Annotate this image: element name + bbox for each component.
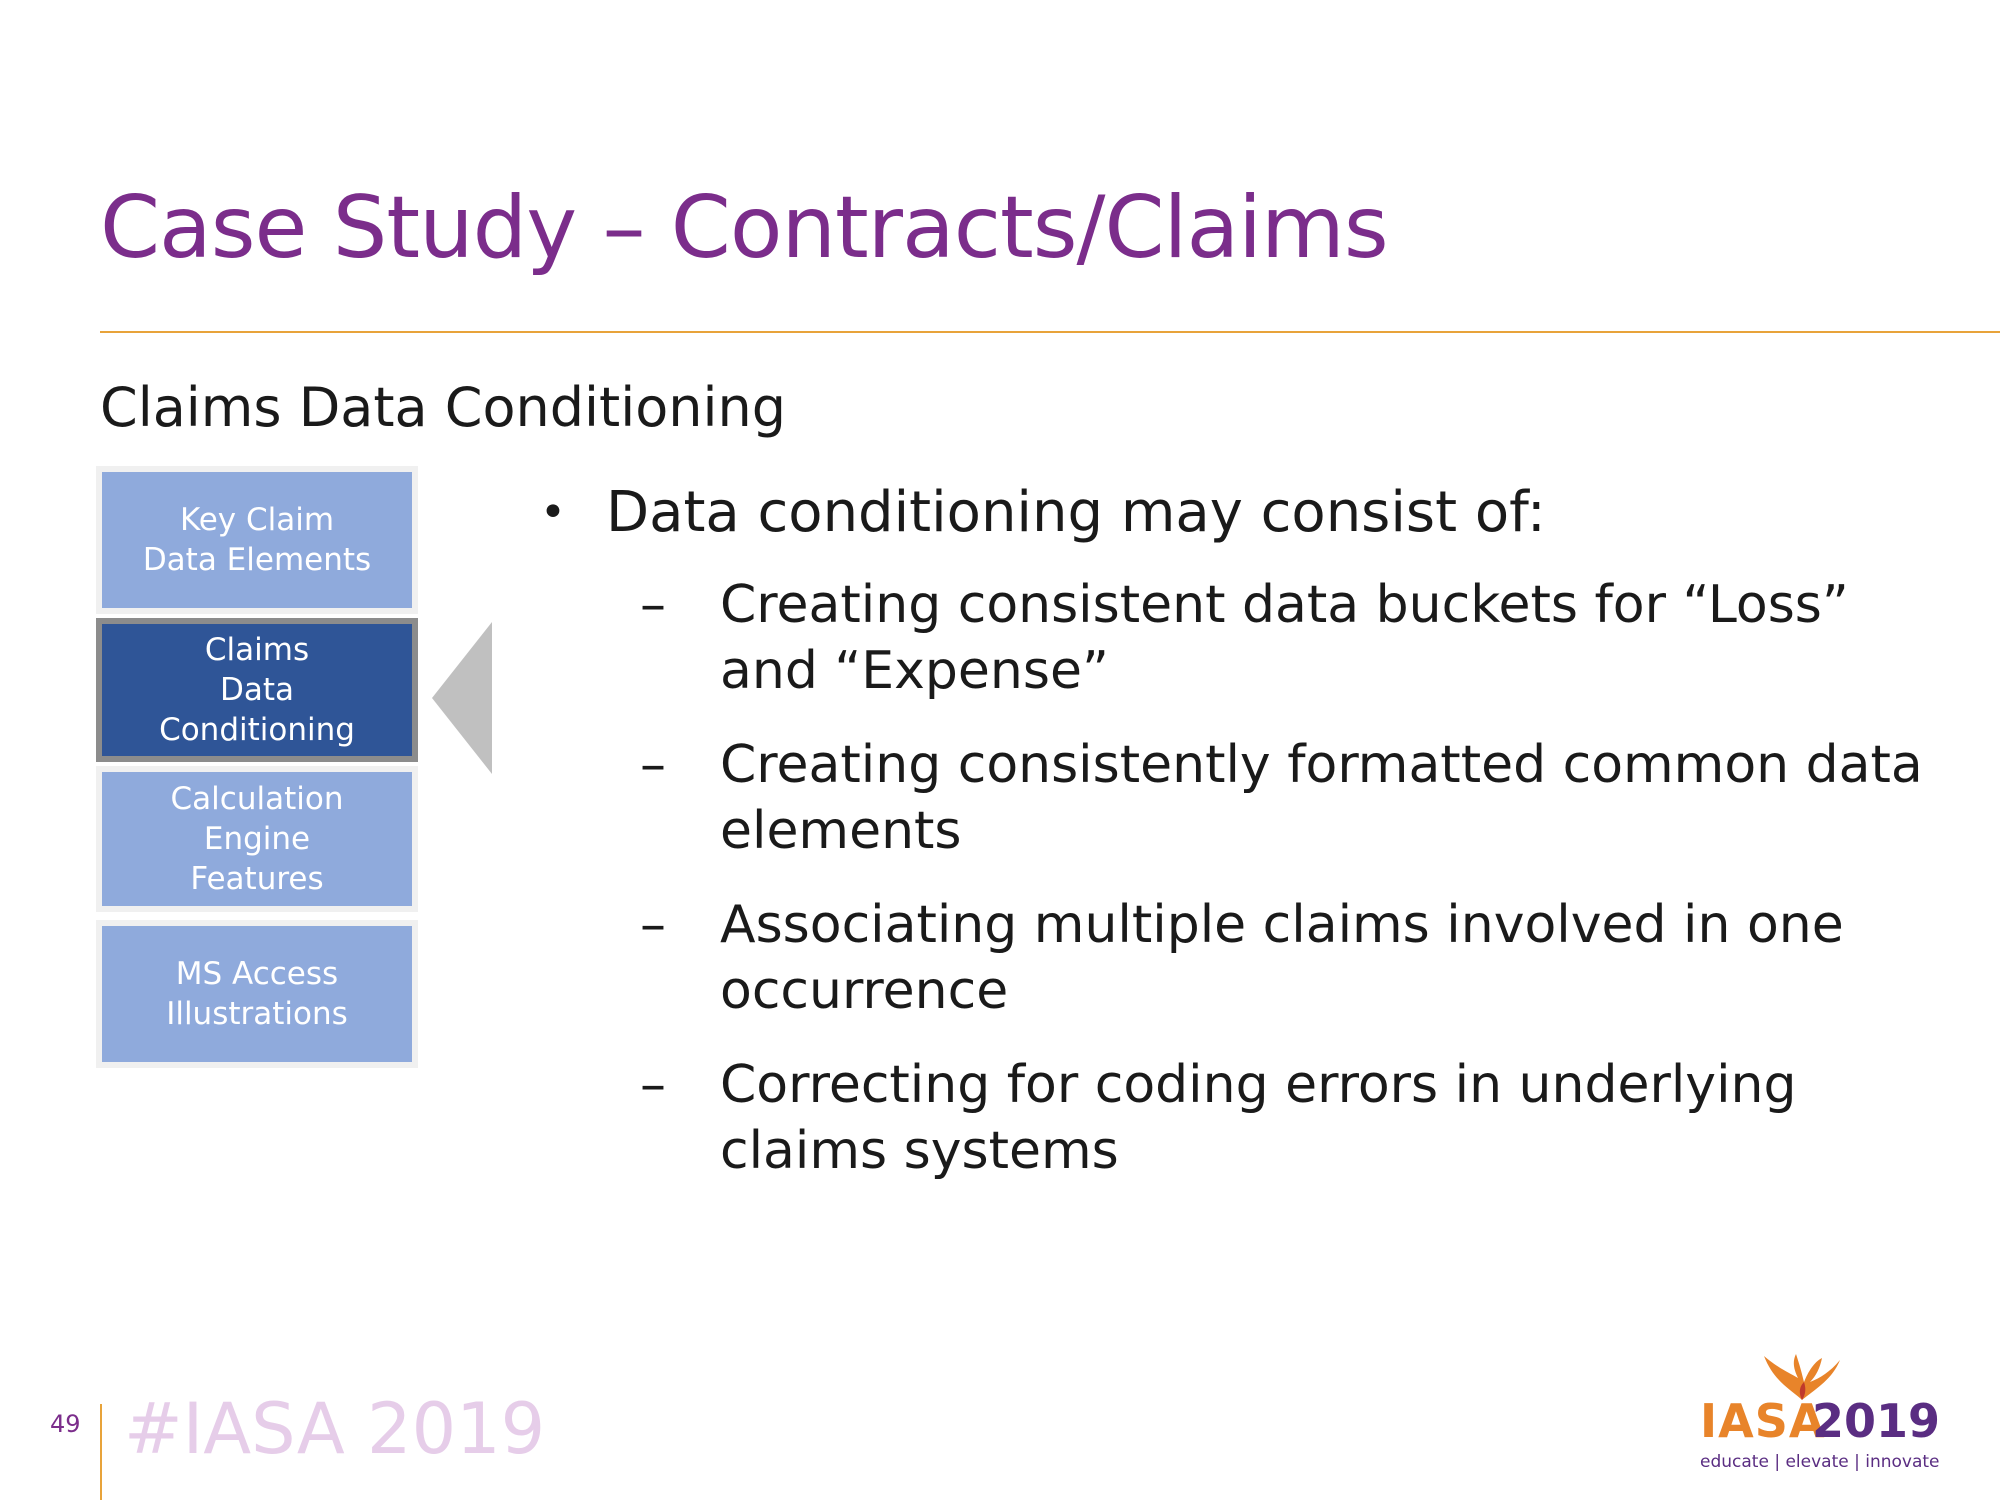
slide-title: Case Study – Contracts/Claims bbox=[100, 178, 1389, 278]
phoenix-icon bbox=[1764, 1354, 1840, 1400]
footer-divider bbox=[100, 1404, 102, 1500]
dash-marker: – bbox=[640, 1055, 666, 1115]
logo-wordmark: IASA bbox=[1700, 1394, 1826, 1448]
nav-item-label: MS Access Illustrations bbox=[102, 926, 412, 1062]
dash-marker: – bbox=[640, 735, 666, 795]
bullet-marker: • bbox=[540, 487, 566, 538]
slide-subtitle: Claims Data Conditioning bbox=[100, 376, 786, 439]
bullet-text: Data conditioning may consist of: bbox=[606, 480, 1546, 545]
nav-item-label: Key Claim Data Elements bbox=[102, 472, 412, 608]
sub-item: Creating consistently formatted common d… bbox=[720, 735, 1923, 861]
dash-marker: – bbox=[640, 575, 666, 635]
sub-item: Associating multiple claims involved in … bbox=[720, 895, 1844, 1021]
nav-item-label: Claims Data Conditioning bbox=[102, 624, 412, 756]
nav-item-claims-data-conditioning[interactable]: Claims Data Conditioning bbox=[96, 618, 418, 762]
logo-year: 2019 bbox=[1812, 1394, 1941, 1448]
sub-item: Correcting for coding errors in underlyi… bbox=[720, 1055, 1797, 1181]
iasa-logo: IASA 2019 educate | elevate | innovate bbox=[1696, 1352, 1940, 1472]
dash-marker: – bbox=[640, 895, 666, 955]
nav-item-ms-access-illustrations[interactable]: MS Access Illustrations bbox=[96, 920, 418, 1068]
title-divider bbox=[100, 331, 2000, 333]
nav-item-calculation-engine-features[interactable]: Calculation Engine Features bbox=[96, 766, 418, 912]
sub-item: Creating consistent data buckets for “Lo… bbox=[720, 575, 1849, 701]
nav-item-label: Calculation Engine Features bbox=[102, 772, 412, 906]
nav-item-key-claim-data-elements[interactable]: Key Claim Data Elements bbox=[96, 466, 418, 614]
logo-tagline: educate | elevate | innovate bbox=[1700, 1452, 1940, 1472]
page-number: 49 bbox=[50, 1410, 81, 1438]
triangle-left-icon bbox=[432, 622, 492, 774]
event-hashtag: #IASA 2019 bbox=[124, 1388, 546, 1470]
